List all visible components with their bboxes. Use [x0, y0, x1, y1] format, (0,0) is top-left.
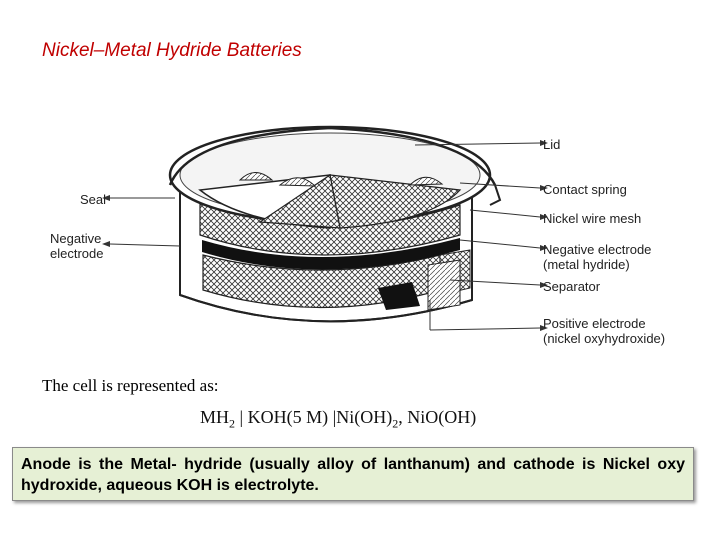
label-seal: Seal: [80, 192, 107, 207]
cell-notation: MH2 | KOH(5 M) |Ni(OH)2, NiO(OH): [200, 407, 476, 432]
label-negative-electrode-right: Negative electrode (metal hydride): [543, 242, 651, 272]
label-negative-electrode-line1: Negative electrode: [543, 242, 652, 257]
summary-box: Anode is the Metal- hydride (usually all…: [12, 447, 694, 501]
label-negative-electrode-left: Negative electrode: [50, 231, 103, 261]
label-contact-spring: Contact spring: [543, 182, 627, 197]
phase-boundary-2: |: [332, 407, 337, 427]
label-separator: Separator: [543, 279, 601, 294]
label-nickel-wire-mesh: Nickel wire mesh: [543, 211, 642, 226]
formula-rest: , NiO(OH): [398, 407, 477, 427]
slide-title: Nickel–Metal Hydride Batteries: [42, 40, 302, 61]
battery-diagram: Lid Contact spring Nickel wire mesh Nega…: [40, 110, 690, 360]
representation-text: The cell is represented as:: [42, 376, 219, 395]
label-negative-electrode-line2: (metal hydride): [543, 257, 630, 272]
phase-boundary-1: |: [239, 407, 244, 427]
formula-mh: MH: [200, 407, 230, 427]
battery-cutaway-illustration: [102, 125, 548, 331]
label-lid: Lid: [543, 137, 561, 152]
formula-koh: KOH(5 M): [247, 407, 329, 427]
formula-mh-sub: 2: [229, 416, 236, 431]
label-positive-electrode-line1: Positive electrode: [543, 316, 646, 331]
formula-nioh: Ni(OH): [336, 407, 393, 427]
label-positive-electrode: Positive electrode (nickel oxyhydroxide): [543, 316, 665, 346]
formula-nioh-sub: 2: [392, 416, 399, 431]
label-negative-left-line1: Negative: [50, 231, 102, 246]
label-positive-electrode-line2: (nickel oxyhydroxide): [543, 331, 666, 346]
label-negative-left-line2: electrode: [50, 246, 104, 261]
